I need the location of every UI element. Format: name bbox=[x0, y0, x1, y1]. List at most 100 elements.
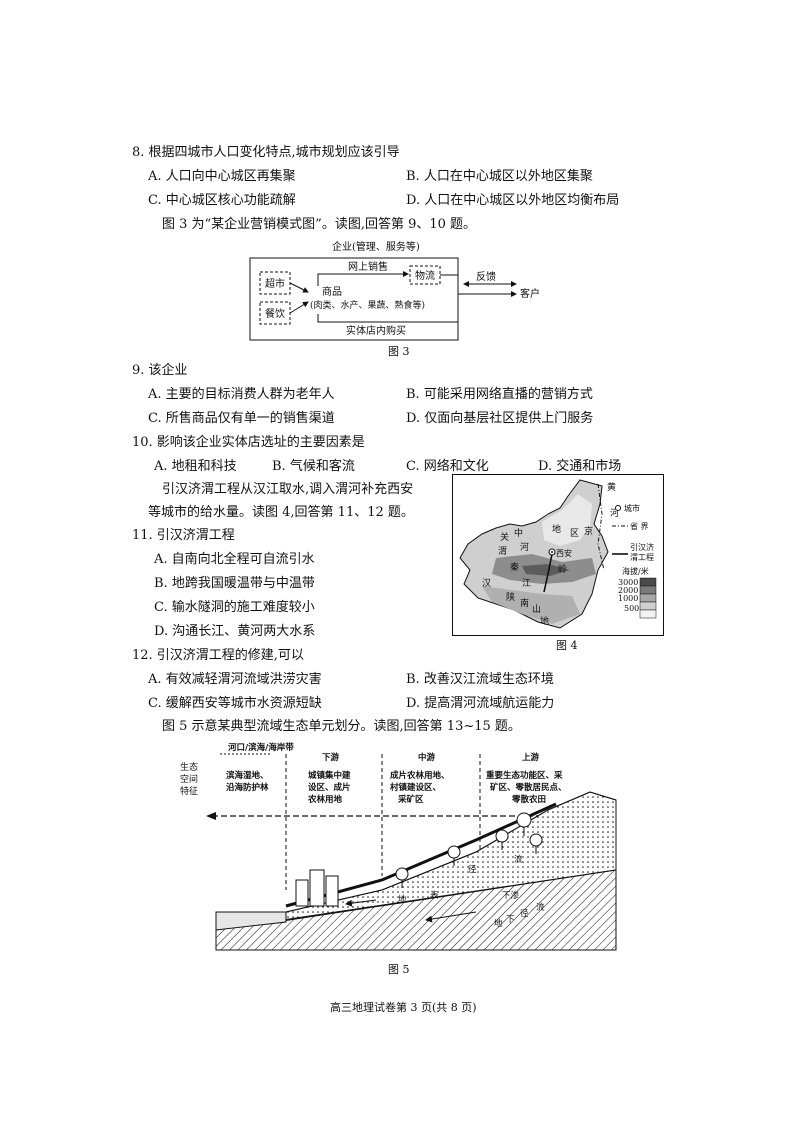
fig4-label-3: 中 bbox=[514, 527, 523, 539]
q12-option-b: B. 改善汉江流域生态环境 bbox=[406, 672, 554, 687]
fig5-flow-6: 下 bbox=[506, 915, 515, 925]
fig3-supermarket: 超市 bbox=[265, 277, 285, 290]
fig4-elev-3: 500 bbox=[624, 604, 639, 613]
fig4-label-9: 岭 bbox=[558, 563, 567, 575]
fig4-legend-city: 城市 bbox=[624, 503, 640, 513]
fig4-label-5: 区 bbox=[570, 528, 579, 539]
fig4-label-13: 南 bbox=[520, 597, 529, 609]
q9-option-b: B. 可能采用网络直播的营销方式 bbox=[406, 387, 593, 402]
page-footer: 高三地理试卷第 3 页(共 8 页) bbox=[330, 1001, 477, 1014]
fig3-online: 网上销售 bbox=[348, 260, 388, 273]
figure-5-diagram: 生态 空间 特征 河口/滨海/海岸带 下游 中游 上游 滨海湿地、 沿海防护林 … bbox=[180, 742, 617, 951]
fig4-legend: 城市 省 界 引汉济 渭工程 海拔/米 3000 2000 1000 500 bbox=[612, 503, 657, 619]
fig4-label-15: 地 bbox=[540, 615, 549, 627]
fig3-customer: 客户 bbox=[520, 287, 540, 300]
q11-option-c: C. 输水隧洞的施工难度较小 bbox=[154, 600, 315, 615]
fig4-legend-elev: 海拔/米 bbox=[622, 566, 649, 576]
fig5-caption: 图 5 bbox=[388, 963, 410, 976]
fig5-zone-2-d0: 成片农林用地、 bbox=[390, 770, 450, 781]
fig5-zone-0-name: 河口/滨海/海岸带 bbox=[228, 742, 294, 753]
fig4-label-10: 汉 bbox=[482, 578, 491, 589]
fig5-zone-desc: 滨海湿地、 沿海防护林 城镇集中建 设区、成片 农林用地 成片农林用地、 村镇建… bbox=[225, 770, 567, 805]
q9-option-a: A. 主要的目标消费人群为老年人 bbox=[148, 387, 335, 402]
fig5-flow-labels: 地 表 径 流 下渗 地 下 径 流 bbox=[398, 854, 545, 929]
figure-4-map: 西安 黄 河 关 中 地 区 渭 河 秦 岭 汉 江 陕 南 山 地 京 城市 … bbox=[452, 474, 664, 636]
fig4-legend-border: 省 界 bbox=[630, 521, 649, 531]
fig5-flow-7: 径 bbox=[520, 908, 529, 919]
fig5-zone-3-name: 上游 bbox=[522, 752, 540, 763]
fig5-zone-3-d0: 重要生态功能区、采 bbox=[486, 770, 563, 781]
fig5-zone-names: 河口/滨海/海岸带 下游 中游 上游 bbox=[228, 742, 540, 763]
fig5-side-2: 特征 bbox=[180, 785, 198, 797]
q10-option-d: D. 交通和市场 bbox=[538, 459, 622, 474]
q12-option-c: C. 缓解西安等城市水资源短缺 bbox=[148, 696, 322, 711]
fig5-flow-2: 径 bbox=[468, 864, 477, 875]
fig5-side-1: 空间 bbox=[180, 773, 198, 785]
fig4-city-label: 西安 bbox=[556, 548, 572, 558]
fig5-zone-3-d1: 矿区、零散居民点、 bbox=[490, 782, 567, 793]
fig5-zone-0-d0: 滨海湿地、 bbox=[226, 770, 269, 781]
q8-stem: 8. 根据四城市人口变化特点,城市规划应该引导 bbox=[132, 145, 400, 160]
fig4-intro-line1: 引汉济渭工程从汉江取水,调入渭河补充西安 bbox=[162, 482, 414, 497]
fig5-zone-2-d2: 采矿区 bbox=[397, 794, 424, 805]
q11-option-d: D. 沟通长江、黄河两大水系 bbox=[154, 624, 316, 639]
fig3-restaurant: 餐饮 bbox=[265, 307, 285, 320]
q8-option-d: D. 人口在中心城区以外地区均衡布局 bbox=[406, 193, 620, 208]
fig4-label-2: 关 bbox=[500, 531, 509, 543]
fig4-label-6: 渭 bbox=[498, 546, 507, 557]
fig3-caption: 图 3 bbox=[388, 345, 410, 358]
fig4-intro-line2: 等城市的给水量。读图 4,回答第 11、12 题。 bbox=[148, 505, 414, 520]
fig3-store: 实体店内购买 bbox=[346, 324, 406, 337]
fig5-zone-2-d1: 村镇建设区、 bbox=[390, 782, 441, 793]
q11-stem: 11. 引汉济渭工程 bbox=[132, 528, 235, 543]
fig4-caption: 图 4 bbox=[556, 639, 578, 652]
fig5-flow-8: 流 bbox=[536, 902, 545, 913]
q12-option-d: D. 提高渭河流域航运能力 bbox=[406, 696, 555, 711]
fig4-label-12: 陕 bbox=[506, 591, 515, 603]
q11-option-a: A. 自南向北全程可自流引水 bbox=[154, 552, 315, 567]
fig5-side-0: 生态 bbox=[180, 761, 198, 773]
fig4-legend-project-1: 引汉济 bbox=[630, 542, 654, 552]
q12-stem: 12. 引汉济渭工程的修建,可以 bbox=[132, 648, 304, 663]
fig4-elev-2: 1000 bbox=[618, 594, 638, 603]
q8-option-c: C. 中心城区核心功能疏解 bbox=[148, 193, 296, 208]
fig3-feedback: 反馈 bbox=[476, 270, 496, 283]
fig5-zone-2-name: 中游 bbox=[418, 752, 436, 763]
fig4-elev-0: 3000 bbox=[618, 578, 638, 587]
fig4-label-11: 江 bbox=[522, 578, 531, 589]
q11-option-b: B. 地跨我国暖温带与中温带 bbox=[154, 576, 315, 591]
fig4-elev-1: 2000 bbox=[618, 586, 638, 595]
q10-option-b: B. 气候和客流 bbox=[272, 459, 355, 474]
q10-option-c: C. 网络和文化 bbox=[406, 459, 489, 474]
fig3-company: 企业(管理、服务等) bbox=[332, 240, 420, 253]
q9-stem: 9. 该企业 bbox=[132, 363, 188, 378]
fig5-zone-1-d1: 设区、成片 bbox=[308, 782, 351, 793]
fig5-flow-3: 流 bbox=[514, 854, 523, 865]
fig5-flow-0: 地 bbox=[398, 894, 407, 905]
fig4-label-0: 黄 bbox=[607, 481, 616, 493]
figure-3-diagram: 企业(管理、服务等) 超市 餐饮 商品 (肉类、水产、果蔬、熟食等) 网上销售 … bbox=[249, 240, 540, 341]
box-logistics bbox=[409, 265, 441, 285]
fig5-zone-0-d1: 沿海防护林 bbox=[225, 782, 269, 793]
fig4-label-1: 河 bbox=[610, 507, 619, 519]
q9-option-c: C. 所售商品仅有单一的销售渠道 bbox=[148, 411, 335, 426]
fig3-intro: 图 3 为“某企业营销模式图”。读图,回答第 9、10 题。 bbox=[162, 217, 477, 232]
fig4-label-16: 京 bbox=[584, 525, 593, 537]
fig4-label-8: 秦 bbox=[510, 561, 519, 573]
fig5-zone-1-name: 下游 bbox=[322, 752, 340, 763]
fig5-flow-1: 表 bbox=[430, 890, 439, 901]
fig5-side-label: 生态 空间 特征 bbox=[180, 761, 198, 797]
fig5-flow-4: 下渗 bbox=[502, 890, 520, 901]
fig4-label-14: 山 bbox=[532, 604, 541, 615]
fig3-goods: 商品 bbox=[322, 285, 342, 298]
fig5-zone-1-d2: 农林用地 bbox=[307, 794, 343, 805]
fig5-intro: 图 5 示意某典型流域生态单元划分。读图,回答第 13~15 题。 bbox=[162, 719, 521, 734]
fig3-logistics: 物流 bbox=[415, 269, 435, 282]
fig5-flow-5: 地 bbox=[494, 918, 503, 929]
q9-option-d: D. 仅面向基层社区提供上门服务 bbox=[406, 411, 594, 426]
q12-option-a: A. 有效减轻渭河流域洪涝灾害 bbox=[148, 672, 322, 687]
q8-option-a: A. 人口向中心城区再集聚 bbox=[148, 169, 296, 184]
fig5-zone-3-d2: 零散农田 bbox=[511, 794, 546, 805]
fig4-region-labels: 黄 河 关 中 地 区 渭 河 秦 岭 汉 江 陕 南 山 地 京 bbox=[482, 481, 619, 627]
fig4-legend-project-2: 渭工程 bbox=[630, 552, 654, 562]
